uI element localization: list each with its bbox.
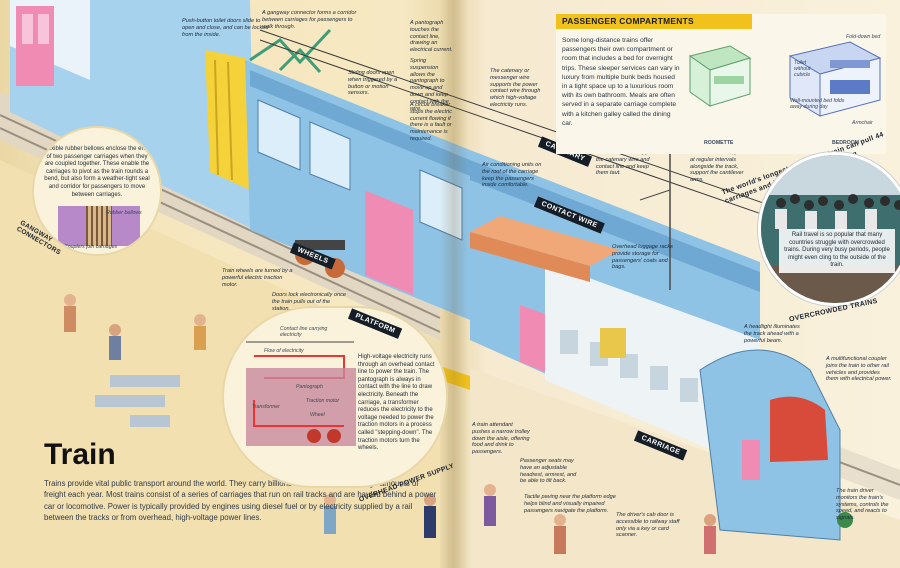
callout-luggage: Overhead luggage racks provide storage f… — [612, 244, 673, 271]
platform-seats — [95, 375, 180, 427]
wall-bed-note: Wall-mounted bed folds away during day — [790, 98, 845, 110]
trolley — [600, 328, 626, 358]
gangway-diagram — [58, 206, 140, 246]
roomette-diagram — [688, 45, 752, 107]
passenger-compartments-heading: PASSENGER COMPARTMENTS — [556, 14, 752, 29]
wheel-label: Wheel — [310, 412, 325, 418]
callout-attendant: A train attendant pushes a narrow trolle… — [472, 422, 530, 456]
bedroom-label: BEDROOM — [832, 140, 860, 146]
armchair-note: Armchair — [852, 120, 873, 126]
callout-breaker: A circuit breaker stops the electric cur… — [410, 102, 452, 142]
passenger-compartments-panel: PASSENGER COMPARTMENTS Some long-distanc… — [556, 14, 886, 154]
callout-spring: Spring suspension allows the pantograph … — [410, 58, 449, 112]
compartment-diagrams — [688, 41, 882, 117]
toilet-note: Toilet without cubicle — [794, 60, 811, 78]
callout-cantilever-arms: Cantilever arms support the catenary wir… — [596, 150, 655, 177]
fold-down-bed-note: Fold-down bed — [846, 34, 881, 40]
power-text: High-voltage electricity runs through an… — [358, 354, 435, 452]
callout-gangway: A gangway connector forms a corridor bet… — [262, 10, 357, 30]
callout-aircon: Air conditioning units on the roof of th… — [482, 162, 542, 189]
couplers-label: Couplers join carriages — [64, 244, 118, 250]
aircon-unit — [470, 216, 620, 266]
door-right — [520, 305, 545, 372]
callout-coupler: A multifunctional coupler joins the trai… — [826, 356, 892, 383]
callout-catenary: The catenary or messenger wire supports … — [490, 68, 541, 108]
gangway-text: Flexible rubber bellows enclose the ends… — [42, 146, 152, 198]
transformer-label: Transformer — [252, 404, 280, 410]
callout-paving: Tactile paving near the platform edge he… — [524, 494, 616, 514]
book-gutter — [440, 0, 468, 568]
driver-cab — [770, 396, 828, 462]
flow-label: Flow of electricity — [264, 348, 304, 354]
carriage-middle — [245, 60, 470, 320]
power-circle: Contact line carrying electricity Flow o… — [222, 306, 448, 488]
callout-driver: The train driver monitors the train's sy… — [836, 488, 889, 522]
tactile-paving — [440, 366, 470, 390]
pantograph — [249, 28, 332, 74]
callout-toilet: Push-button toilet doors slide to open a… — [182, 18, 269, 38]
callout-doors: Doors lock electronically once the train… — [272, 292, 346, 312]
callout-headlight: A headlight illuminates the track ahead … — [744, 324, 800, 344]
contact-line-label: Contact line carrying electricity — [280, 326, 328, 338]
coupler — [837, 512, 853, 528]
traction-motor-label: Traction motor — [306, 398, 340, 404]
rubber-bellows-label: Rubber bellows — [106, 210, 142, 216]
overcrowded-photo: Rail travel is so popular that many coun… — [758, 152, 900, 306]
gangway-circle: Flexible rubber bellows enclose the ends… — [32, 126, 162, 256]
callout-wheels: Train wheels are turned by a powerful el… — [222, 268, 293, 288]
cab-door — [742, 440, 760, 480]
intro-text: Trains provide vital public transport ar… — [44, 479, 437, 523]
bedroom-diagram — [788, 41, 882, 117]
callout-cantilever-masts: Cantilever masts, placed at regular inte… — [690, 150, 751, 184]
callout-pantograph: A pantograph touches the contact line, d… — [410, 20, 453, 54]
callout-driver-door: The driver's cab door is accessible to r… — [616, 512, 680, 539]
page-title: Train — [44, 438, 116, 471]
power-diagram — [246, 341, 356, 446]
door-middle — [365, 190, 413, 295]
callout-seats: Passenger seats may have an adjustable h… — [520, 458, 577, 485]
callout-sliding: Sliding doors open when triggered by a b… — [348, 70, 398, 97]
pantograph-label: Pantograph — [296, 384, 323, 390]
passenger-compartments-text: Some long-distance trains offer passenge… — [562, 37, 680, 127]
roomette-label: ROOMETTE — [704, 140, 734, 146]
overcrowded-text: Rail travel is so popular that many coun… — [779, 229, 895, 273]
